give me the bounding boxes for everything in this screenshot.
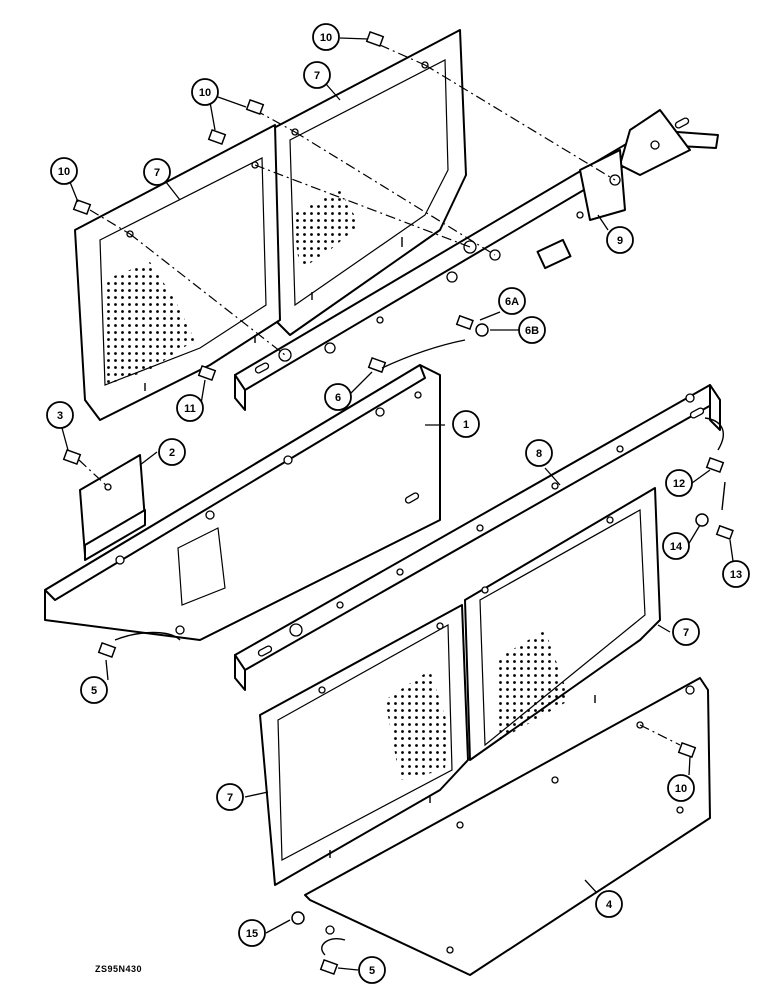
callout-label: 3 [57, 410, 63, 422]
callout-label: 8 [536, 448, 542, 460]
bolt-11 [197, 364, 217, 382]
callout-label: 11 [184, 403, 196, 415]
callout-label: 10 [320, 32, 332, 44]
callout-label: 7 [227, 792, 233, 804]
callout-9: 9 [606, 226, 634, 254]
figure-code: ZS95N430 [95, 964, 143, 974]
bolt-10-mid2 [207, 128, 227, 146]
bolt-3 [62, 448, 82, 466]
nut-15 [291, 911, 305, 925]
bolt-10-left [72, 198, 92, 216]
callout-label: 10 [675, 783, 687, 795]
callout-6b: 6B [518, 316, 546, 344]
callout-label: 5 [91, 685, 97, 697]
callout-13: 13 [722, 560, 750, 588]
callout-label: 13 [730, 569, 742, 581]
callout-3: 3 [46, 401, 74, 429]
alignment-lines-upper [89, 44, 616, 356]
bolt-10-top [365, 30, 385, 48]
bolt-5-lower [319, 958, 339, 976]
nut-6b [475, 323, 489, 337]
callout-label: 6A [505, 296, 519, 308]
main-channel [44, 364, 441, 641]
callout-label: 14 [670, 541, 683, 553]
callout-12: 12 [665, 469, 693, 497]
callout-7d: 7 [216, 783, 244, 811]
bolt-10-mid [245, 98, 265, 116]
callout-label: 6B [525, 325, 539, 337]
callout-label: 12 [673, 478, 685, 490]
callout-label: 10 [58, 166, 70, 178]
callout-10b: 10 [191, 78, 219, 106]
callout-label: 2 [169, 447, 175, 459]
callout-label: 15 [246, 928, 258, 940]
callout-10d: 10 [667, 774, 695, 802]
callout-label: 5 [369, 965, 375, 977]
grille-panel-lower-left [259, 604, 469, 886]
bolt-6 [367, 356, 387, 374]
callout-7a: 7 [303, 61, 331, 89]
callout-7c: 7 [672, 618, 700, 646]
callout-11: 11 [176, 394, 204, 422]
grille-panel-lower-right [464, 487, 661, 761]
callout-5a: 5 [80, 676, 108, 704]
callout-label: 10 [199, 87, 211, 99]
callout-label: 7 [683, 627, 689, 639]
callout-label: 1 [463, 419, 469, 431]
support-rail-upper [234, 109, 719, 411]
bolt-12-curve [704, 417, 724, 451]
bolt-12 [705, 456, 725, 474]
bolt-13 [715, 524, 734, 541]
bolt-6-curve [381, 339, 466, 369]
bolt-5-upper-curve [114, 631, 181, 641]
cover-plate [79, 454, 146, 561]
callout-7b: 7 [143, 158, 171, 186]
callout-8: 8 [525, 439, 553, 467]
callout-2: 2 [158, 438, 186, 466]
bolt-10-lower [677, 741, 697, 759]
callout-label: 9 [617, 235, 623, 247]
callout-label: 7 [154, 167, 160, 179]
callout-label: 7 [314, 70, 320, 82]
nut-14 [695, 513, 709, 527]
bolt-5-upper [97, 641, 117, 659]
grille-panel-upper-left [74, 124, 281, 421]
callout-label: 6 [335, 392, 341, 404]
callout-5b: 5 [358, 956, 386, 984]
callout-4: 4 [595, 890, 623, 918]
bolt-6a [455, 314, 474, 331]
callout-6a: 6A [498, 287, 526, 315]
callout-15: 15 [238, 919, 266, 947]
callout-14: 14 [662, 532, 690, 560]
bolt-5-lower-curve [321, 938, 346, 956]
callout-10a: 10 [312, 23, 340, 51]
callout-6: 6 [324, 383, 352, 411]
callout-1: 1 [452, 410, 480, 438]
callout-10c: 10 [50, 157, 78, 185]
callout-label: 4 [606, 899, 613, 911]
